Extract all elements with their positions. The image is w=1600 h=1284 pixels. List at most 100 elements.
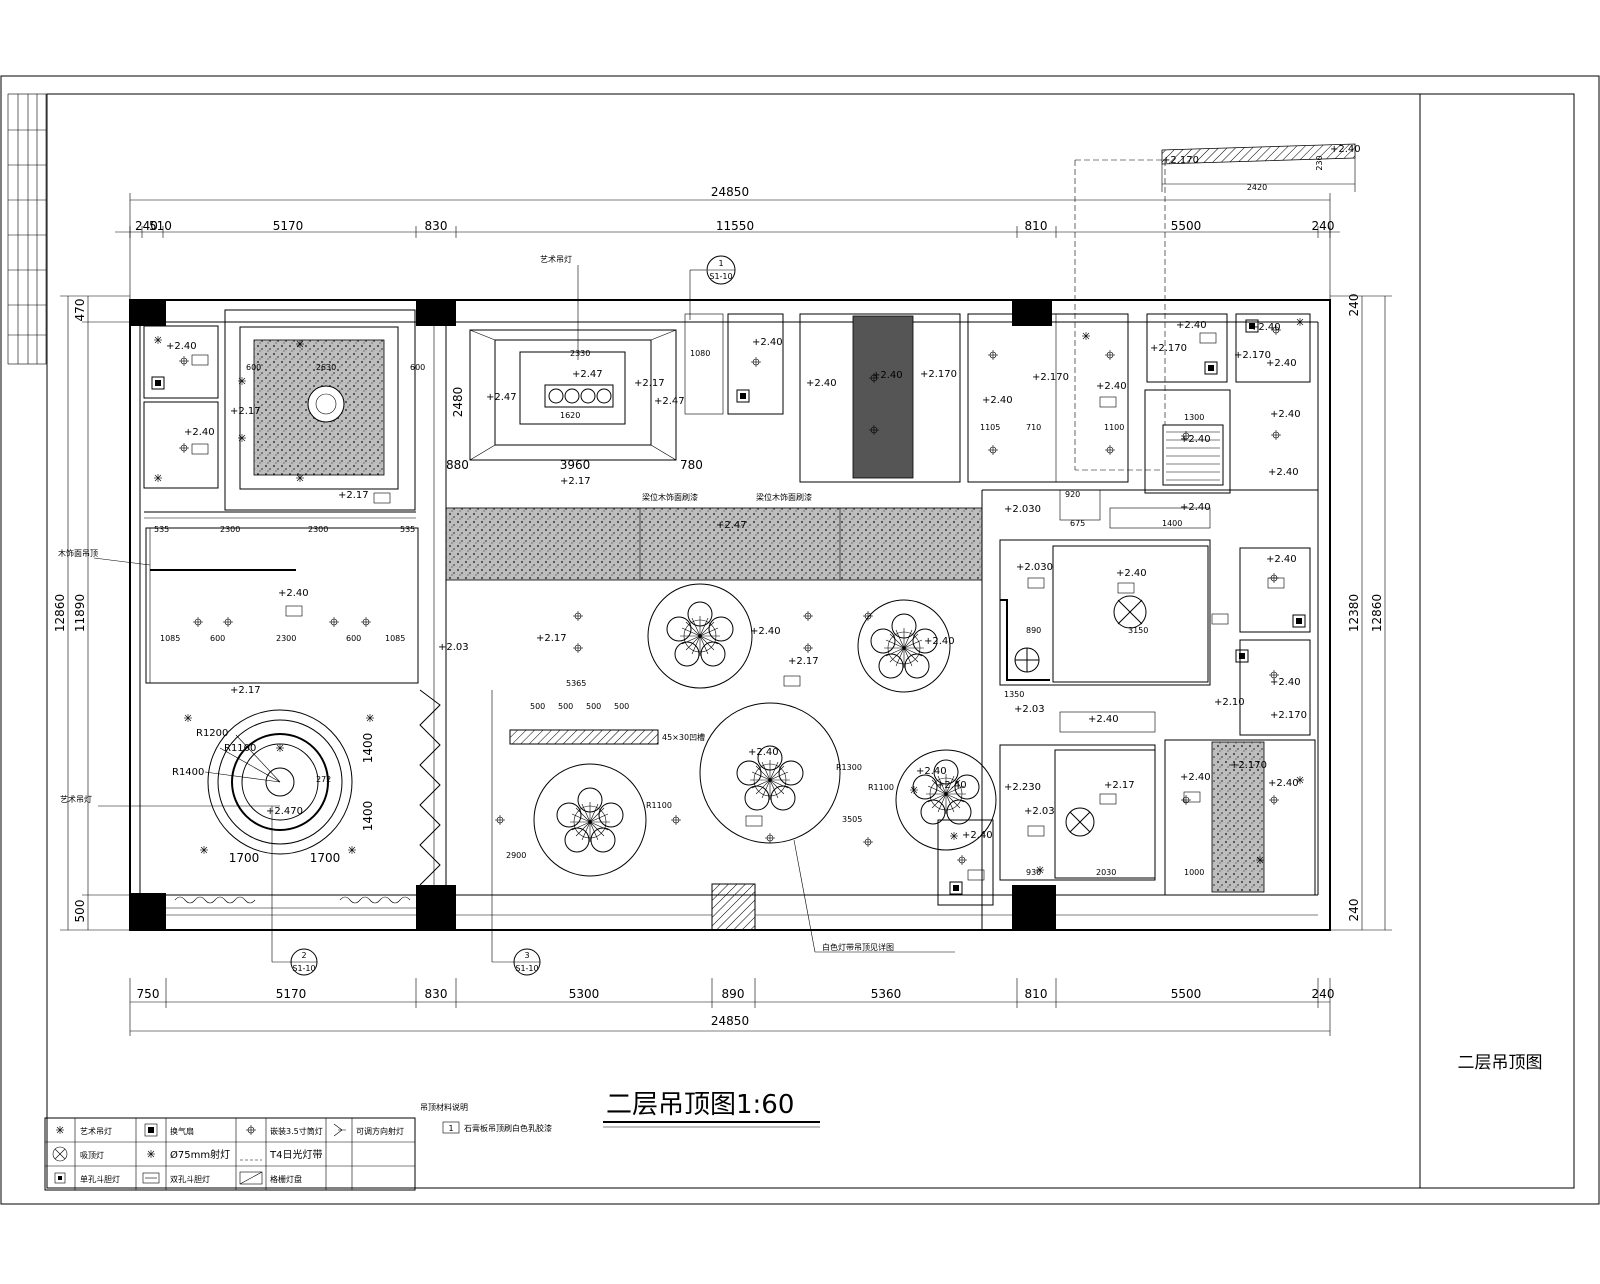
main-title: 二层吊顶图1:60 (606, 1090, 794, 1120)
callout-number: 2 (301, 951, 306, 960)
exhaust-fan-icon (144, 1123, 158, 1137)
right-bottom-dim: 240 (1347, 899, 1361, 922)
elev-label: +2.10 (1214, 697, 1245, 708)
elev-label: +2.170 (1270, 710, 1307, 721)
dim-top-240: 240 (135, 219, 158, 233)
dim-label: 930 (1026, 868, 1041, 877)
elev-label: +2.17 (230, 406, 261, 417)
left-outer-dim: 12860 (53, 594, 67, 632)
elev-label: +2.40 (1180, 434, 1211, 445)
dim-bottom-890: 890 (722, 987, 745, 1001)
section-height: 230 (1315, 155, 1324, 170)
right-top-dim: 240 (1347, 294, 1361, 317)
dim-top-810: 810 (1025, 219, 1048, 233)
upper-left-rooms (143, 309, 419, 684)
beam-note-1: 梁位木饰面刷漆 (642, 492, 698, 502)
dim-label: 1700 (229, 851, 260, 865)
elev-label: +2.030 (1016, 562, 1053, 573)
double-grille-icon (142, 1172, 160, 1184)
left-bottom-dim: 500 (73, 900, 87, 923)
elev-label: +2.470 (266, 806, 303, 817)
zigzag-partition (419, 689, 441, 886)
callout-sheet: S1-10 (709, 272, 732, 281)
note-item-text: 石膏板吊顶刷白色乳胶漆 (464, 1123, 552, 1133)
legend-label: 格栅灯盘 (270, 1174, 302, 1184)
elev-label: +2.03 (1024, 806, 1055, 817)
beam-note-2: 梁位木饰面刷漆 (756, 492, 812, 502)
bottom-dimensions: 750 5170 830 5300 890 5360 810 5500 240 … (129, 978, 1335, 1036)
right-outer-dim: 12860 (1370, 594, 1384, 632)
elev-label: +2.40 (1268, 778, 1299, 789)
dim-bottom-5300: 5300 (569, 987, 600, 1001)
elev-label: +2.47 (716, 520, 747, 531)
elev-label: +2.40 (872, 370, 903, 381)
elev-label: +2.40 (1116, 568, 1147, 579)
grid-panel-icon (239, 1171, 263, 1185)
dim-label: 600 (210, 634, 225, 643)
dim-label: 3150 (1128, 626, 1148, 635)
dim-label: 1350 (1004, 690, 1024, 699)
section-width: 2420 (1247, 183, 1267, 192)
dim-label: 1100 (1104, 423, 1124, 432)
small-spot-icon (146, 1149, 156, 1159)
dim-label: 500 (558, 702, 573, 711)
right-inner-dim: 12380 (1347, 594, 1361, 632)
elev-label: +2.40 (982, 395, 1013, 406)
dim-label: 1000 (1184, 868, 1204, 877)
dim-label: 2900 (506, 851, 526, 860)
elev-label: +2.40 (1088, 714, 1119, 725)
dim-label: R1100 (224, 743, 256, 754)
dim-label: R1100 (868, 783, 894, 792)
sheet-border (0, 75, 1600, 1205)
legend-label: 换气扇 (170, 1126, 194, 1136)
dim-label: 5365 (566, 679, 586, 688)
top-overall-dim: 24850 (711, 185, 749, 199)
dim-label: 1085 (385, 634, 405, 643)
beam-band (445, 507, 983, 581)
single-grille-icon (54, 1172, 66, 1184)
dim-label: 600 (410, 363, 425, 372)
flower-ceilings (533, 583, 997, 877)
elev-label: +2.17 (338, 490, 369, 501)
dim-label: 1105 (980, 423, 1000, 432)
dim-label: 1400 (1162, 519, 1182, 528)
legend-label: 可调方向射灯 (356, 1126, 404, 1136)
dim-bottom-5170: 5170 (276, 987, 307, 1001)
dim-label: 535 (154, 525, 169, 534)
elev-label: +2.40 (748, 747, 779, 758)
dim-label: 3505 (842, 815, 862, 824)
dim-label: R1200 (196, 728, 228, 739)
note-item-num: 1 (448, 1124, 453, 1133)
elev-label: +2.17 (536, 633, 567, 644)
art-light-left-label: 艺术吊灯 (60, 794, 92, 804)
dim-label: 1080 (690, 349, 710, 358)
dim-label: 2480 (451, 387, 465, 418)
left-inner-dim: 11890 (73, 594, 87, 632)
legend-label: 单孔斗胆灯 (80, 1174, 120, 1184)
ceiling-lamp-icon (52, 1146, 68, 1162)
elev-label: +2.03 (1014, 704, 1045, 715)
elev-label: +2.40 (1096, 381, 1127, 392)
elev-label: +2.47 (572, 369, 603, 380)
dim-bottom-5500: 5500 (1171, 987, 1202, 1001)
dim-bottom-240: 240 (1312, 987, 1335, 1001)
elev-label: +2.40 (806, 378, 837, 389)
elev-label: +2.40 (278, 588, 309, 599)
dim-label: 500 (530, 702, 545, 711)
dim-bottom-810: 810 (1025, 987, 1048, 1001)
downlight-icon (245, 1124, 257, 1136)
chandelier-icon (55, 1125, 65, 1135)
legend-label: 双孔斗胆灯 (170, 1174, 210, 1184)
elev-label: +2.40 (1266, 358, 1297, 369)
dim-label: 920 (1065, 490, 1080, 499)
right-rooms (937, 313, 1318, 930)
drawing-frame (46, 93, 1575, 1189)
dim-bottom-750: 750 (137, 987, 160, 1001)
dim-label: 1400 (361, 801, 375, 832)
elev-label: +2.170 (1234, 350, 1271, 361)
elevation-labels: +2.40 +2.40 +2.17 +2.40 +2.47 +2.47 +2.1… (166, 320, 1307, 841)
dim-top-11550: 11550 (716, 219, 754, 233)
notes-header: 吊顶材料说明 (420, 1102, 468, 1112)
elev-label: +2.40 (184, 427, 215, 438)
